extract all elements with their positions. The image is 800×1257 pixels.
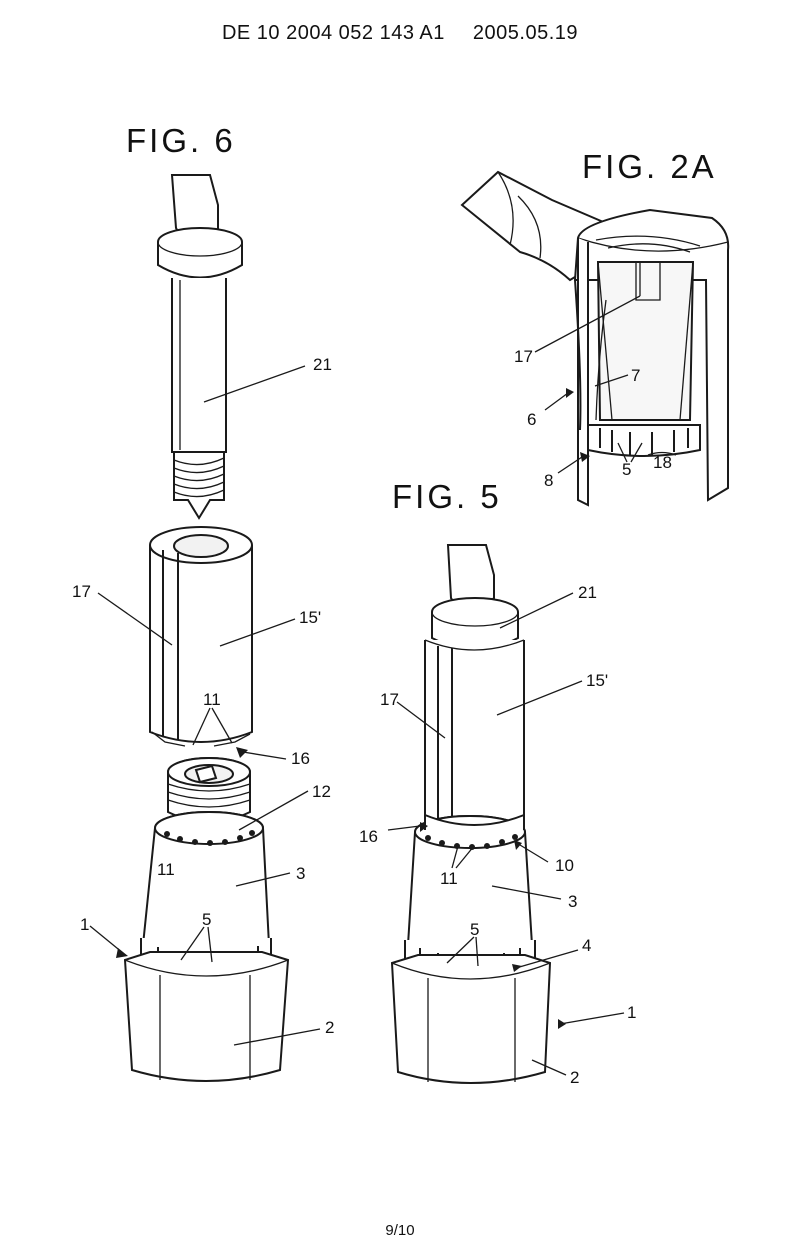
page-number: 9/10: [0, 1222, 800, 1239]
fig5-label-4: 4: [582, 936, 591, 955]
fig6-label-11-upper: 11: [203, 690, 221, 709]
fig2a-label-6: 6: [527, 410, 536, 429]
fig5-label-1: 1: [627, 1003, 636, 1022]
fig5-label-2: 2: [570, 1068, 579, 1087]
fig5-label-3: 3: [568, 892, 577, 911]
fig6-label-1: 1: [80, 915, 89, 934]
fig5-label-10: 10: [555, 856, 574, 875]
fig2a-label-7: 7: [631, 366, 640, 385]
fig5-label-21: 21: [578, 583, 597, 602]
fig6-label-15: 15': [299, 608, 321, 627]
fig5-label-5: 5: [470, 920, 479, 939]
fig6-label-3: 3: [296, 864, 305, 883]
fig6-label-11-lower: 11: [157, 860, 175, 879]
fig6-label-5: 5: [202, 910, 211, 929]
fig-5-drawing: 21 17 15' 16 11 10 3 5 4 1 2: [359, 545, 636, 1087]
fig6-label-17: 17: [72, 582, 91, 601]
fig2a-label-5: 5: [622, 460, 631, 479]
fig6-label-12: 12: [312, 782, 331, 801]
fig6-label-21: 21: [313, 355, 332, 374]
fig6-label-16: 16: [291, 749, 310, 768]
fig5-label-17: 17: [380, 690, 399, 709]
fig2a-label-18: 18: [653, 453, 672, 472]
fig5-label-15: 15': [586, 671, 608, 690]
fig2a-label-17: 17: [514, 347, 533, 366]
fig2a-label-8: 8: [544, 471, 553, 490]
fig5-label-11: 11: [440, 869, 458, 888]
fig5-label-16: 16: [359, 827, 378, 846]
fig-2a-drawing: 17 7 6 8 5 18: [462, 172, 728, 505]
fig6-label-2: 2: [325, 1018, 334, 1037]
fig-6-drawing: 21 17 15' 11 16 12 11 3 1 5 2: [72, 175, 334, 1081]
